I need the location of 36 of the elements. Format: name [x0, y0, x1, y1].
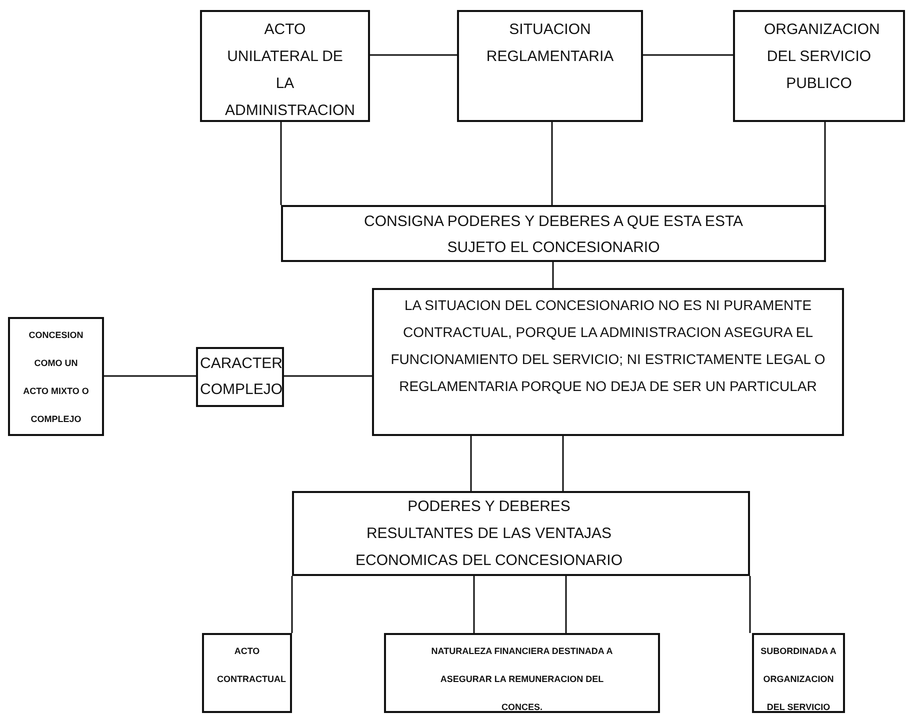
connector-line: [552, 262, 554, 288]
connector-line: [749, 576, 751, 633]
box-text: ORGANIZACION DEL SERVICIO PUBLICO: [764, 21, 880, 92]
connector-line: [643, 54, 733, 56]
text-box: [752, 633, 845, 713]
text-box: [281, 205, 826, 262]
connector-line: [291, 576, 293, 633]
box-text: SUBORDINADA A ORGANIZACION DEL SERVICIO: [760, 646, 836, 712]
box-text: LA SITUACION DEL CONCESIONARIO NO ES NI PURAMENTE CONTRACTUAL, PORQUE LA ADMINISTRACION ASEGURA EL FUNCIONAMIENTO DEL SERVICIO; NI ESTRICTAMENTE LEGAL O REGLAMENTARIA PORQUE NO DEJA DE SER UN PARTICULAR: [390, 297, 826, 394]
connector-line: [104, 375, 196, 377]
box-text: ACTO UNILATERAL DE LA ADMINISTRACION: [225, 21, 356, 119]
text-box: [202, 633, 292, 713]
connector-line: [280, 122, 282, 205]
box-text: CONSIGNA PODERES Y DEBERES A QUE ESTA ESTA SUJETO EL CONCESIONARIO: [364, 213, 743, 256]
text-box: [372, 288, 844, 436]
text-box: [200, 10, 370, 122]
text-box: [733, 10, 905, 122]
connector-line: [284, 375, 372, 377]
text-box: [196, 347, 284, 407]
connector-line: [473, 576, 475, 633]
connector-line: [551, 122, 553, 205]
connector-line: [562, 436, 564, 491]
box-text: ACTO CONTRACTUAL: [217, 646, 286, 684]
text-box: [457, 10, 643, 122]
box-text: CONCESION COMO UN ACTO MIXTO O COMPLEJO: [23, 330, 89, 424]
text-box: [8, 317, 104, 436]
box-text: NATURALEZA FINANCIERA DESTINADA A ASEGURAR LA REMUNERACION DEL CONCES.: [431, 646, 613, 712]
connector-line: [470, 436, 472, 491]
connector-line: [370, 54, 457, 56]
connector-line: [824, 122, 826, 205]
box-text: CARACTER COMPLEJO: [200, 355, 283, 398]
box-text: SITUACION REGLAMENTARIA: [486, 21, 614, 65]
connector-line: [565, 576, 567, 633]
box-text: PODERES Y DEBERES RESULTANTES DE LAS VENTAJAS ECONOMICAS DEL CONCESIONARIO: [356, 498, 622, 569]
text-box: [292, 491, 750, 576]
text-box: [384, 633, 660, 713]
